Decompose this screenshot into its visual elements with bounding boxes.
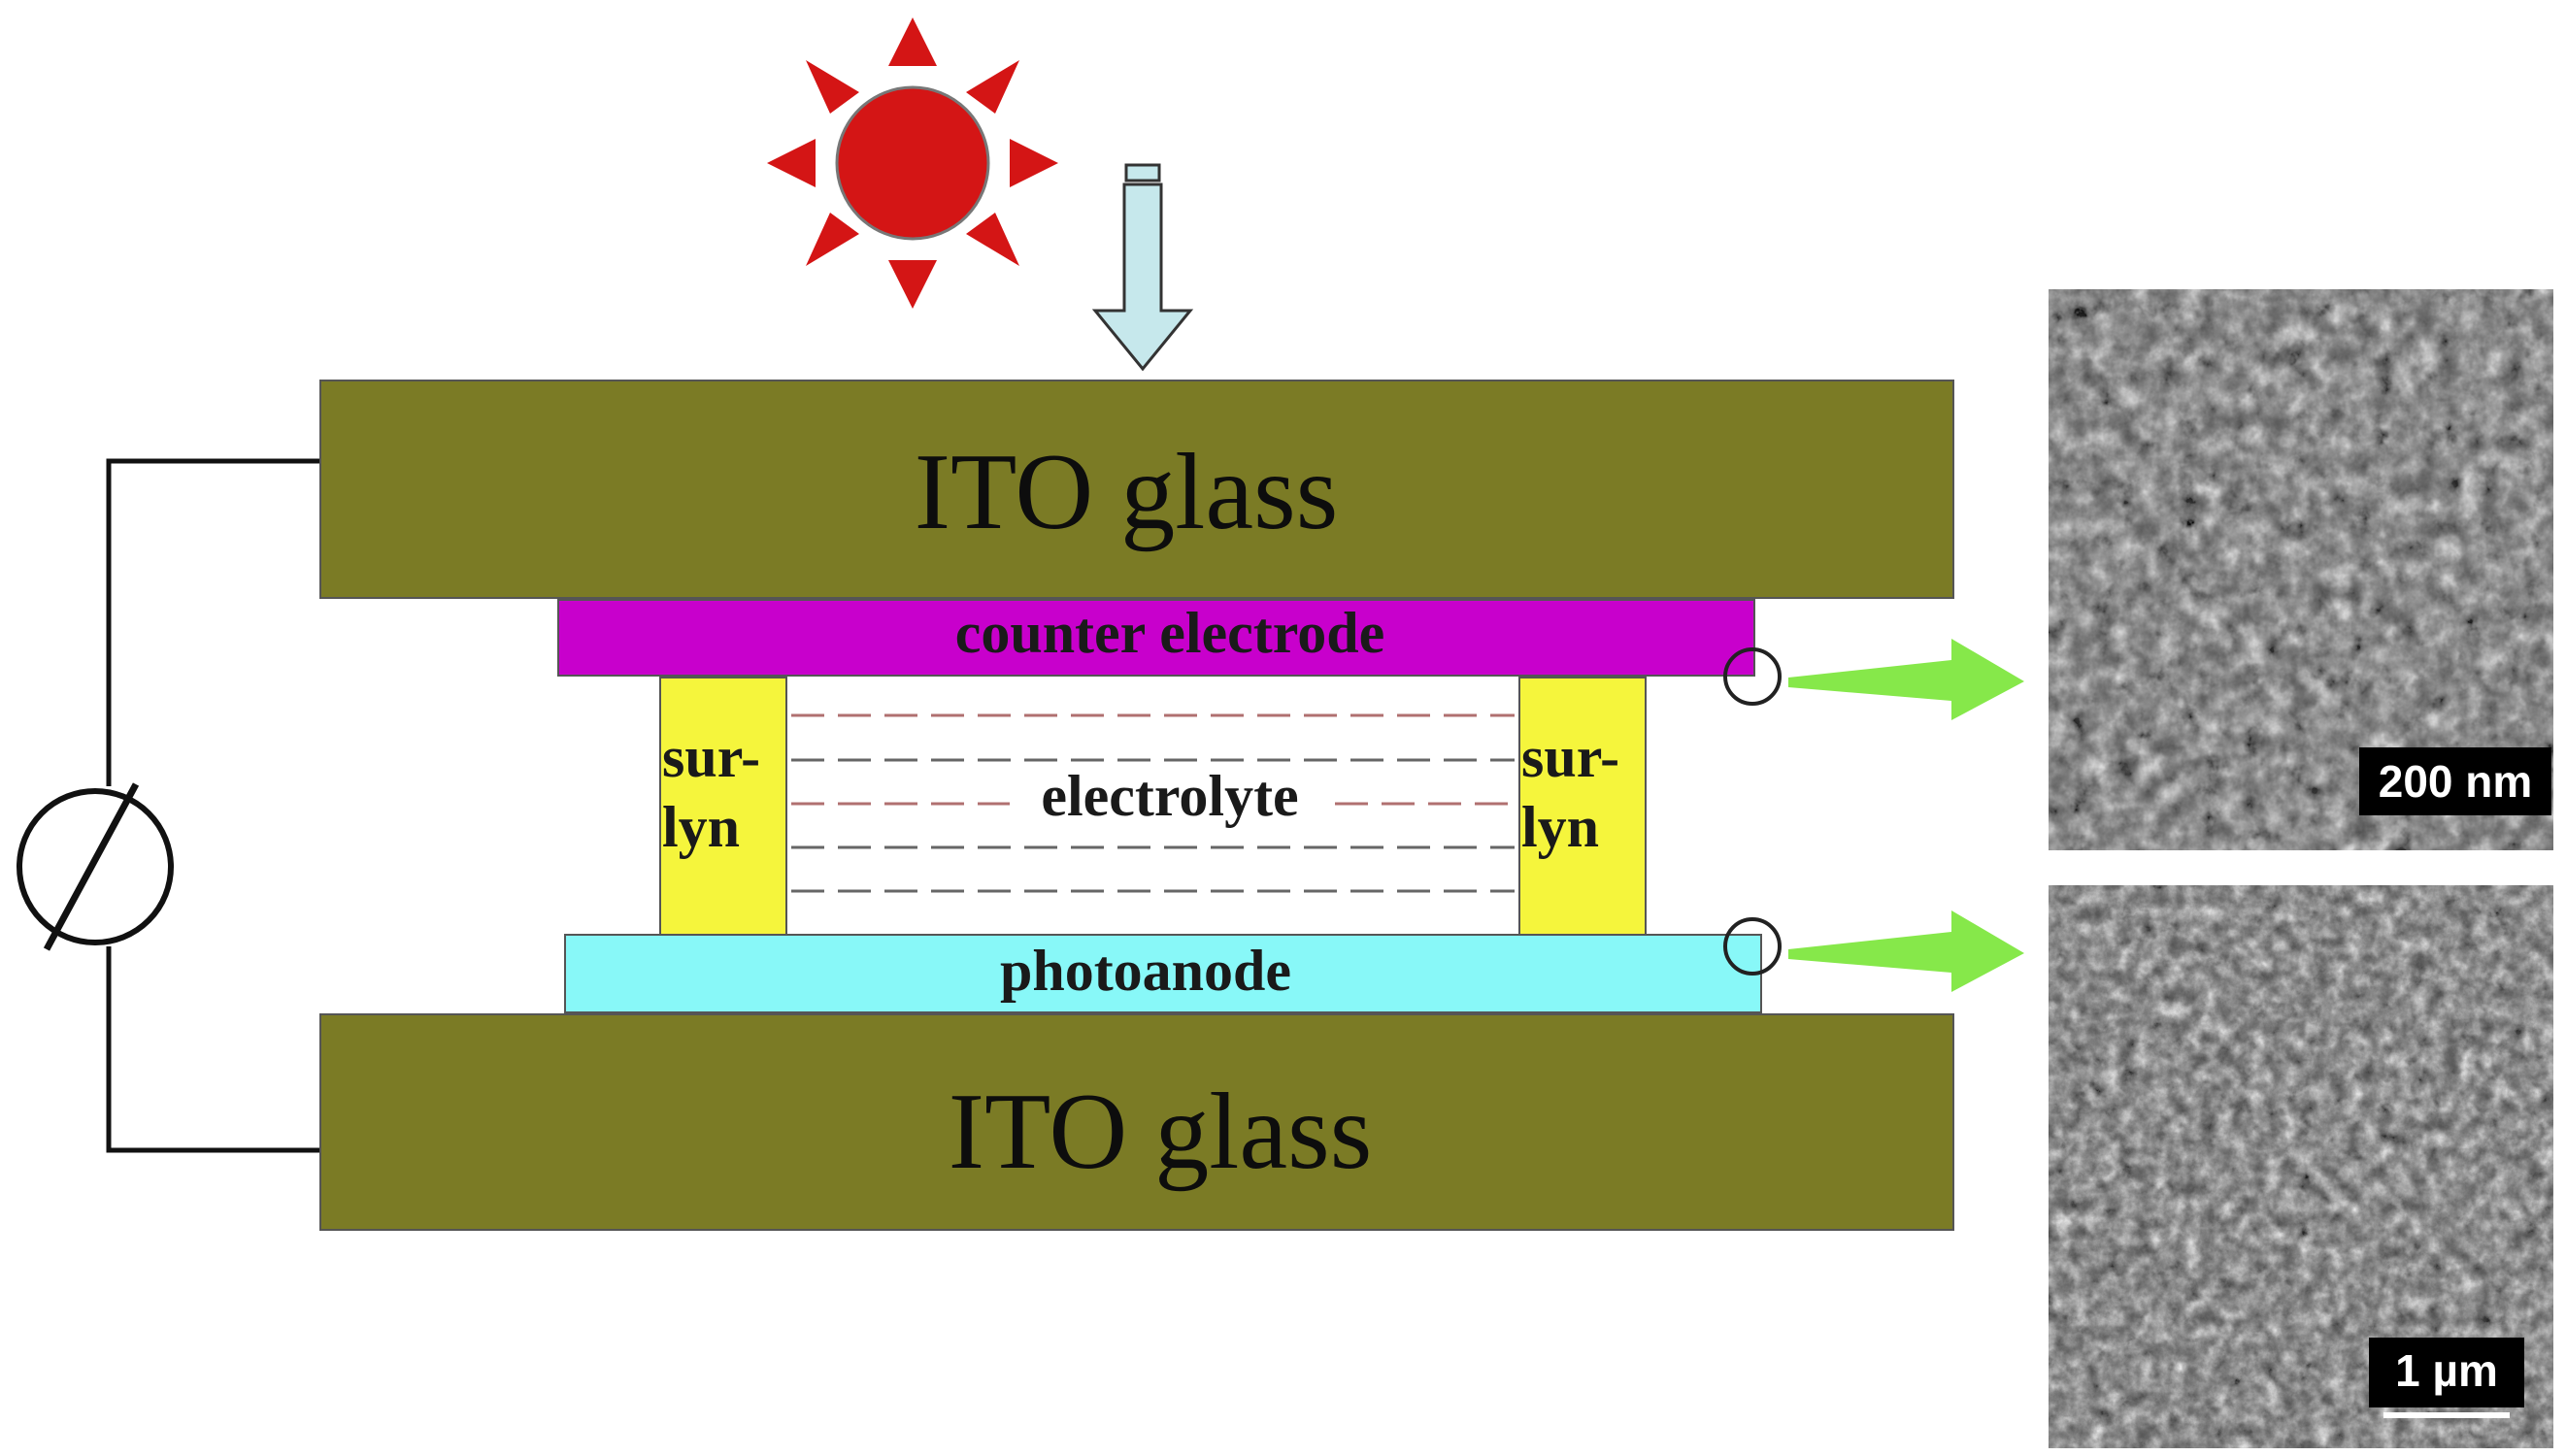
surlyn-right-line1: sur- xyxy=(1521,725,1619,789)
counter-electrode-label: counter electrode xyxy=(955,601,1385,665)
ito-glass-bottom: ITO glass xyxy=(319,1013,1954,1231)
pointer-arrow-bottom-icon xyxy=(1788,910,2024,992)
sun-icon xyxy=(767,17,1058,309)
zoom-circle-photoanode-icon xyxy=(1723,917,1782,976)
surlyn-right: sur- lyn xyxy=(1518,677,1647,936)
zoom-circle-counter-icon xyxy=(1723,647,1782,706)
surlyn-left-line2: lyn xyxy=(662,795,740,859)
photoanode-label: photoanode xyxy=(1000,939,1291,1003)
ito-glass-top: ITO glass xyxy=(319,380,1954,599)
electrolyte-lines xyxy=(791,713,1515,893)
meter-icon xyxy=(17,782,174,951)
sem-scale-label-bottom: 1 µm xyxy=(2395,1345,2498,1396)
photoanode: photoanode xyxy=(564,934,1762,1013)
sem-image-bottom: 1 µm xyxy=(2049,885,2553,1448)
ito-glass-bottom-label: ITO glass xyxy=(949,1072,1373,1192)
surlyn-left: sur- lyn xyxy=(659,677,787,936)
sem-scale-label-top: 200 nm xyxy=(2379,756,2533,807)
surlyn-left-line1: sur- xyxy=(662,725,760,789)
sem-image-top: 200 nm xyxy=(2049,289,2553,850)
pointer-arrow-top-icon xyxy=(1788,639,2024,720)
counter-electrode: counter electrode xyxy=(557,599,1755,677)
electrolyte-label: electrolyte xyxy=(1041,764,1298,828)
ito-glass-top-label: ITO glass xyxy=(915,432,1339,552)
light-arrow-icon xyxy=(1091,163,1194,372)
surlyn-right-line2: lyn xyxy=(1521,795,1599,859)
external-circuit xyxy=(17,458,320,1153)
